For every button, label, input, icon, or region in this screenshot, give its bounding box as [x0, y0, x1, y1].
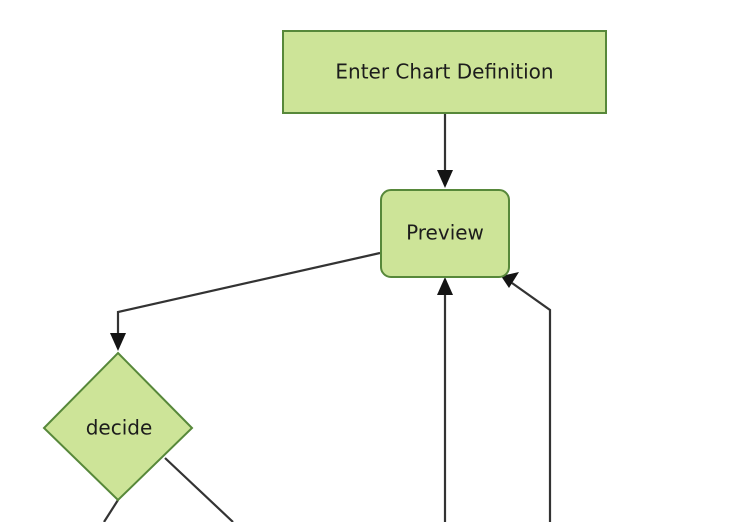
- edge-preview-to-decide-line: [116, 251, 381, 338]
- edge-bottom-center-to-preview-arrowhead: [437, 277, 453, 295]
- edge-decide-right-out: [164, 457, 234, 522]
- edge-decide-right-out-line: [164, 457, 234, 522]
- edge-preview-to-decide-arrowhead: [110, 333, 126, 351]
- edge-preview-to-decide: [110, 251, 381, 351]
- edge-enter-to-preview: [437, 113, 453, 188]
- node-enter-chart-definition-label: Enter Chart Definition: [335, 60, 553, 84]
- node-decide-shape[interactable]: [42, 351, 194, 502]
- node-decide-label: decide: [86, 416, 153, 440]
- edge-bottom-right-to-preview-arrowhead: [501, 272, 519, 288]
- node-enter-chart-definition-shape[interactable]: [282, 30, 607, 114]
- edge-bottom-center-to-preview: [437, 277, 453, 522]
- node-preview-label: Preview: [406, 221, 484, 245]
- node-layer: Enter Chart Definition Preview decide: [42, 30, 607, 502]
- edge-decide-bottom-out: [103, 499, 119, 522]
- node-preview-shape[interactable]: [380, 189, 510, 278]
- node-decide[interactable]: decide: [42, 351, 194, 502]
- node-preview[interactable]: Preview: [380, 189, 510, 278]
- edge-decide-bottom-out-line: [103, 499, 119, 522]
- edge-bottom-right-to-preview-line: [511, 282, 552, 522]
- edge-enter-to-preview-arrowhead: [437, 170, 453, 188]
- edge-layer: [103, 113, 552, 522]
- edge-bottom-right-to-preview: [501, 272, 552, 522]
- node-enter-chart-definition[interactable]: Enter Chart Definition: [282, 30, 607, 114]
